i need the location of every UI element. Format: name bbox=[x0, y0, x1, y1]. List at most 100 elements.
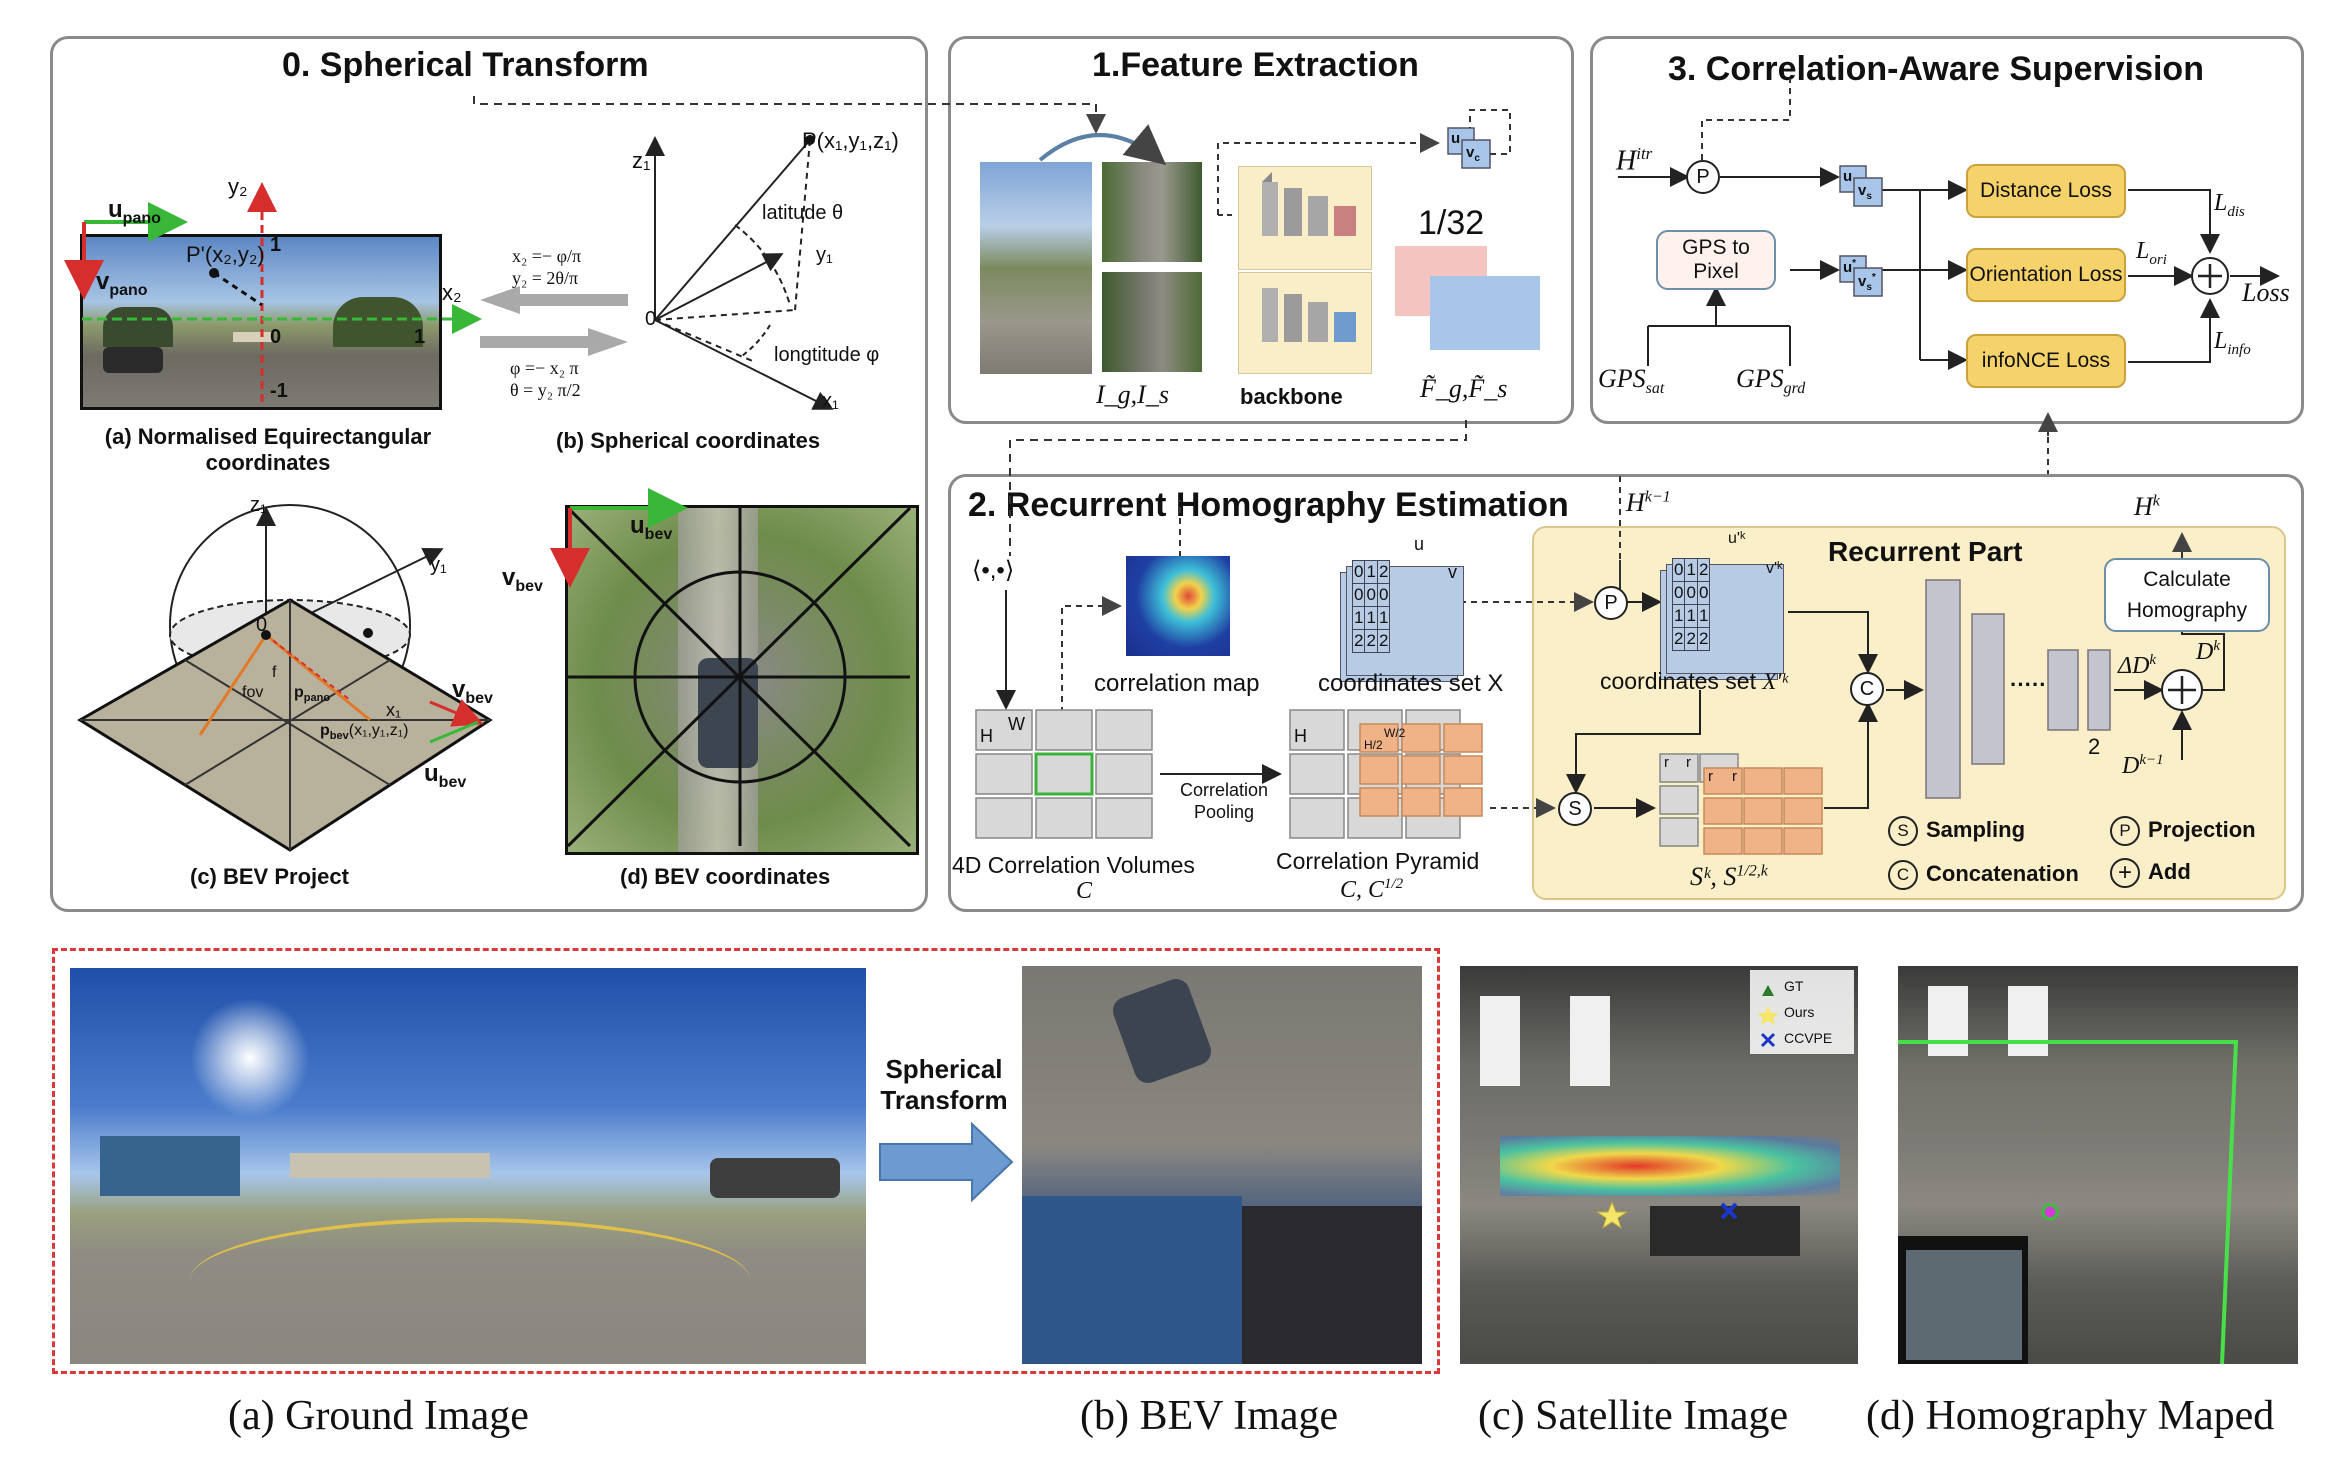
sk-label: Sᵏ, S1/2,k bbox=[1690, 862, 1768, 891]
gps-to-pixel-box: GPS to Pixel bbox=[1656, 230, 1776, 290]
correlation-map-image bbox=[1126, 556, 1230, 656]
infonce-loss-box: infoNCE Loss bbox=[1966, 334, 2126, 388]
y1-axis-label: y₁ bbox=[816, 244, 833, 266]
v-pano-label: vpano bbox=[96, 268, 148, 299]
r-label-4: r bbox=[1732, 768, 1737, 785]
p-prime-label: P'(x₂,y₂) bbox=[186, 242, 265, 267]
gps-grd-label: GPSgrd bbox=[1736, 364, 1806, 398]
volume-h-label: H bbox=[980, 726, 993, 746]
calculate-homography-box: Calculate Homography bbox=[2104, 558, 2270, 632]
equation-theta: θ = y₂ π/2 bbox=[510, 380, 581, 400]
sampling-node: S bbox=[1558, 792, 1592, 826]
feature-extraction-title: 1.Feature Extraction bbox=[1092, 46, 1419, 84]
longitude-label: longtitude φ bbox=[774, 344, 880, 366]
l-ori-label: Lori bbox=[2136, 238, 2167, 268]
equation-phi: φ =− x₂ π bbox=[510, 358, 579, 378]
u-bev-label: ubev bbox=[424, 760, 467, 791]
bev-y1-label: y₁ bbox=[430, 554, 447, 576]
input-images-label: I_g,I_s bbox=[1096, 380, 1169, 409]
bev-origin-label: 0 bbox=[256, 614, 268, 636]
x2-axis-label: x₂ bbox=[442, 280, 462, 305]
homography-title: 2. Recurrent Homography Estimation bbox=[968, 486, 1569, 524]
d-v-bev-label: vbev bbox=[502, 564, 543, 595]
latitude-label: latitude θ bbox=[762, 202, 844, 224]
focal-label: f bbox=[272, 664, 277, 681]
gps-sat-label: GPSsat bbox=[1598, 364, 1665, 398]
v-s-label: vs bbox=[1858, 182, 1872, 202]
delta-dk-label: ΔDk bbox=[2118, 652, 2157, 679]
x1-axis-label: x₁ bbox=[822, 390, 839, 412]
volume-w-label: W bbox=[1008, 714, 1025, 734]
legend-ccvpe: CCVPE bbox=[1784, 1030, 1833, 1046]
backbone-label: backbone bbox=[1240, 384, 1343, 409]
caption-d: (d) BEV coordinates bbox=[620, 864, 831, 889]
ground-bev-frame bbox=[52, 948, 1440, 1374]
orientation-loss-box: Orientation Loss bbox=[1966, 248, 2126, 302]
origin-label: 0 bbox=[270, 326, 282, 348]
r-label-2: r bbox=[1686, 754, 1691, 771]
recurrent-projection-node: P bbox=[1594, 586, 1628, 620]
pyramid-h-label: H bbox=[1294, 726, 1307, 746]
inner-product-label: ⟨•,•⟩ bbox=[972, 557, 1015, 584]
correlation-map-label: correlation map bbox=[1094, 670, 1260, 697]
pyramid-h2-label: H/2 bbox=[1364, 738, 1383, 752]
volume-c-label: C bbox=[1076, 878, 1093, 904]
dk1-label: Dk−1 bbox=[2122, 752, 2164, 779]
caption-ground-image: (a) Ground Image bbox=[228, 1393, 529, 1439]
bev-image bbox=[1022, 966, 1422, 1364]
scale-label: 1/32 bbox=[1418, 204, 1485, 242]
point-p-label: P(x₁,y₁,z₁) bbox=[802, 128, 899, 153]
v-bev-label: vbev bbox=[452, 676, 493, 707]
coordinates-set-xk-label: coordinates set X'ᵏ bbox=[1600, 668, 1788, 694]
v-c-label: vc bbox=[1466, 144, 1480, 164]
u-c-label: u bbox=[1451, 130, 1461, 147]
spherical-transform-title: 0. Spherical Transform bbox=[282, 46, 649, 84]
satellite-input-image-2 bbox=[1102, 272, 1202, 372]
r-label-1: r bbox=[1664, 754, 1669, 771]
dk-label: Dk bbox=[2196, 638, 2221, 665]
projection-node: P bbox=[1686, 160, 1720, 194]
u-s-star-label: u* bbox=[1843, 258, 1857, 276]
p-bev-label: pbev(x₁,y₁,z₁) bbox=[320, 722, 409, 743]
v-s-star-label: vs* bbox=[1858, 272, 1876, 293]
ellipsis-label: ····· bbox=[2010, 672, 2047, 697]
l-dis-label: Ldis bbox=[2214, 190, 2245, 220]
coordinates-set-x-label: coordinates set X bbox=[1318, 670, 1504, 697]
one-right-label: 1 bbox=[414, 326, 426, 348]
legend-ours: Ours bbox=[1784, 1004, 1815, 1020]
v-k-label: v'ᵏ bbox=[1766, 560, 1783, 577]
satellite-input-image-1 bbox=[1102, 162, 1202, 262]
caption-c: (c) BEV Project bbox=[190, 864, 349, 889]
bev-z1-label: z₁ bbox=[250, 494, 267, 516]
p-pano-label: ppano bbox=[294, 684, 331, 705]
legend-gt: GT bbox=[1784, 978, 1804, 994]
equation-x2: x₂ =− φ/π bbox=[512, 246, 582, 266]
recurrent-part-title: Recurrent Part bbox=[1828, 536, 2023, 567]
one-top-label: 1 bbox=[270, 234, 282, 256]
u-pano-label: upano bbox=[108, 196, 161, 227]
ground-image bbox=[70, 968, 866, 1364]
4d-volumes-label: 4D Correlation Volumes bbox=[952, 852, 1195, 878]
equation-y2: y₂ = 2θ/π bbox=[512, 268, 579, 288]
bev-x1-label: x₁ bbox=[386, 700, 402, 720]
correlation-pooling-label: Correlation Pooling bbox=[1179, 780, 1269, 822]
y2-axis-label: y₂ bbox=[228, 174, 248, 199]
h-k1-label: Hk−1 bbox=[1626, 488, 1671, 517]
h-itr-label: Hitr bbox=[1616, 144, 1653, 177]
caption-satellite-image: (c) Satellite Image bbox=[1478, 1393, 1789, 1439]
ground-input-image bbox=[980, 162, 1092, 374]
pyramid-c-label: C, C1/2 bbox=[1340, 876, 1404, 903]
supervision-title: 3. Correlation-Aware Supervision bbox=[1668, 50, 2204, 88]
minus-one-label: -1 bbox=[270, 380, 288, 402]
